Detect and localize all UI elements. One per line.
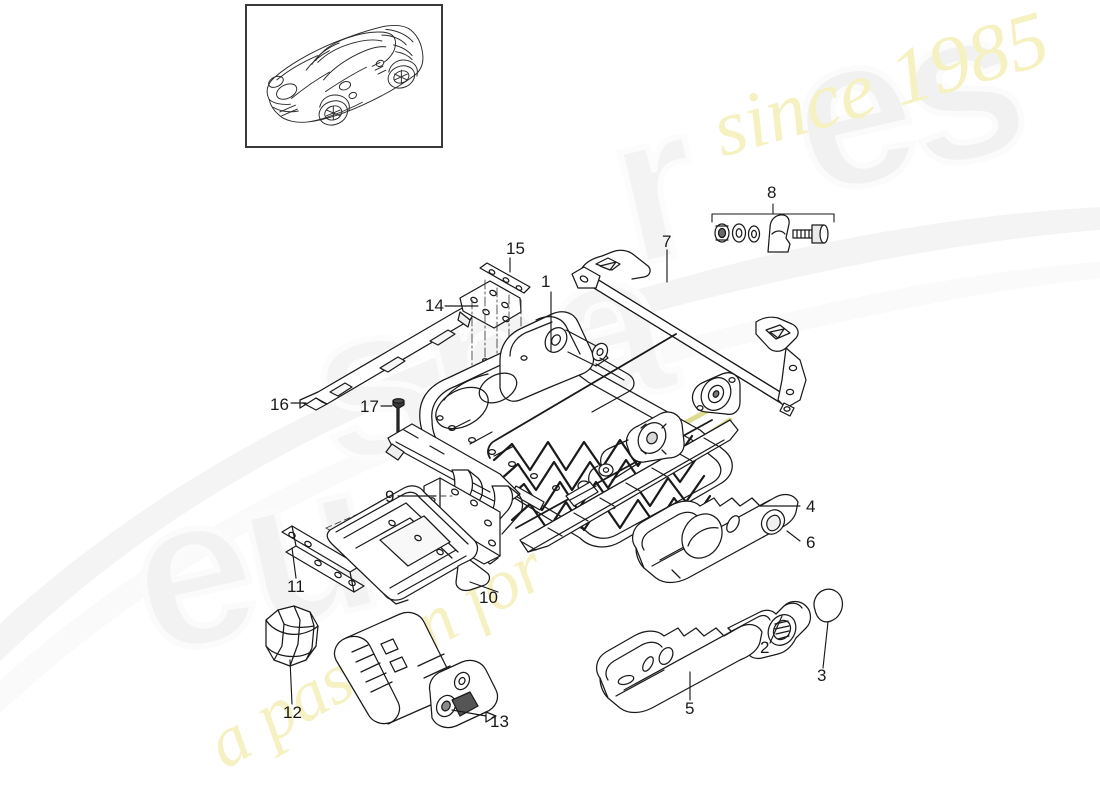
hardware-angle-bracket bbox=[767, 214, 791, 253]
callout-10: 10 bbox=[479, 588, 498, 607]
callout-11: 11 bbox=[287, 577, 305, 596]
part-12-bushing-ring bbox=[265, 605, 319, 667]
part-5-inner-trim-panel bbox=[596, 623, 763, 714]
part-3-oval-cover-cap bbox=[813, 588, 844, 623]
callout-12: 12 bbox=[283, 703, 302, 722]
hardware-washer-small bbox=[747, 225, 761, 243]
callout-4: 4 bbox=[806, 497, 816, 516]
callout-1: 1 bbox=[541, 272, 551, 291]
callout-8: 8 bbox=[767, 183, 777, 202]
callout-17: 17 bbox=[360, 397, 379, 416]
callout-13: 13 bbox=[490, 712, 509, 731]
callout-9: 9 bbox=[385, 487, 395, 506]
part-8-hardware-kit bbox=[711, 203, 835, 253]
hardware-nut bbox=[714, 223, 730, 243]
callout-5: 5 bbox=[685, 699, 695, 718]
hardware-washer-large bbox=[731, 223, 747, 243]
hardware-bolt bbox=[792, 224, 829, 244]
callout-3: 3 bbox=[817, 666, 827, 685]
vehicle-thumbnail-drawing bbox=[266, 25, 424, 126]
callout-6: 6 bbox=[806, 533, 816, 552]
part-17-screw bbox=[392, 398, 405, 433]
vehicle-thumbnail-box bbox=[245, 4, 443, 148]
callout-16: 16 bbox=[270, 395, 289, 414]
callout-15: 15 bbox=[506, 239, 525, 258]
part-13-height-adjust-motor bbox=[333, 611, 499, 729]
callout-7: 7 bbox=[662, 232, 672, 251]
callout-2: 2 bbox=[760, 638, 770, 657]
callout-14: 14 bbox=[425, 296, 444, 315]
